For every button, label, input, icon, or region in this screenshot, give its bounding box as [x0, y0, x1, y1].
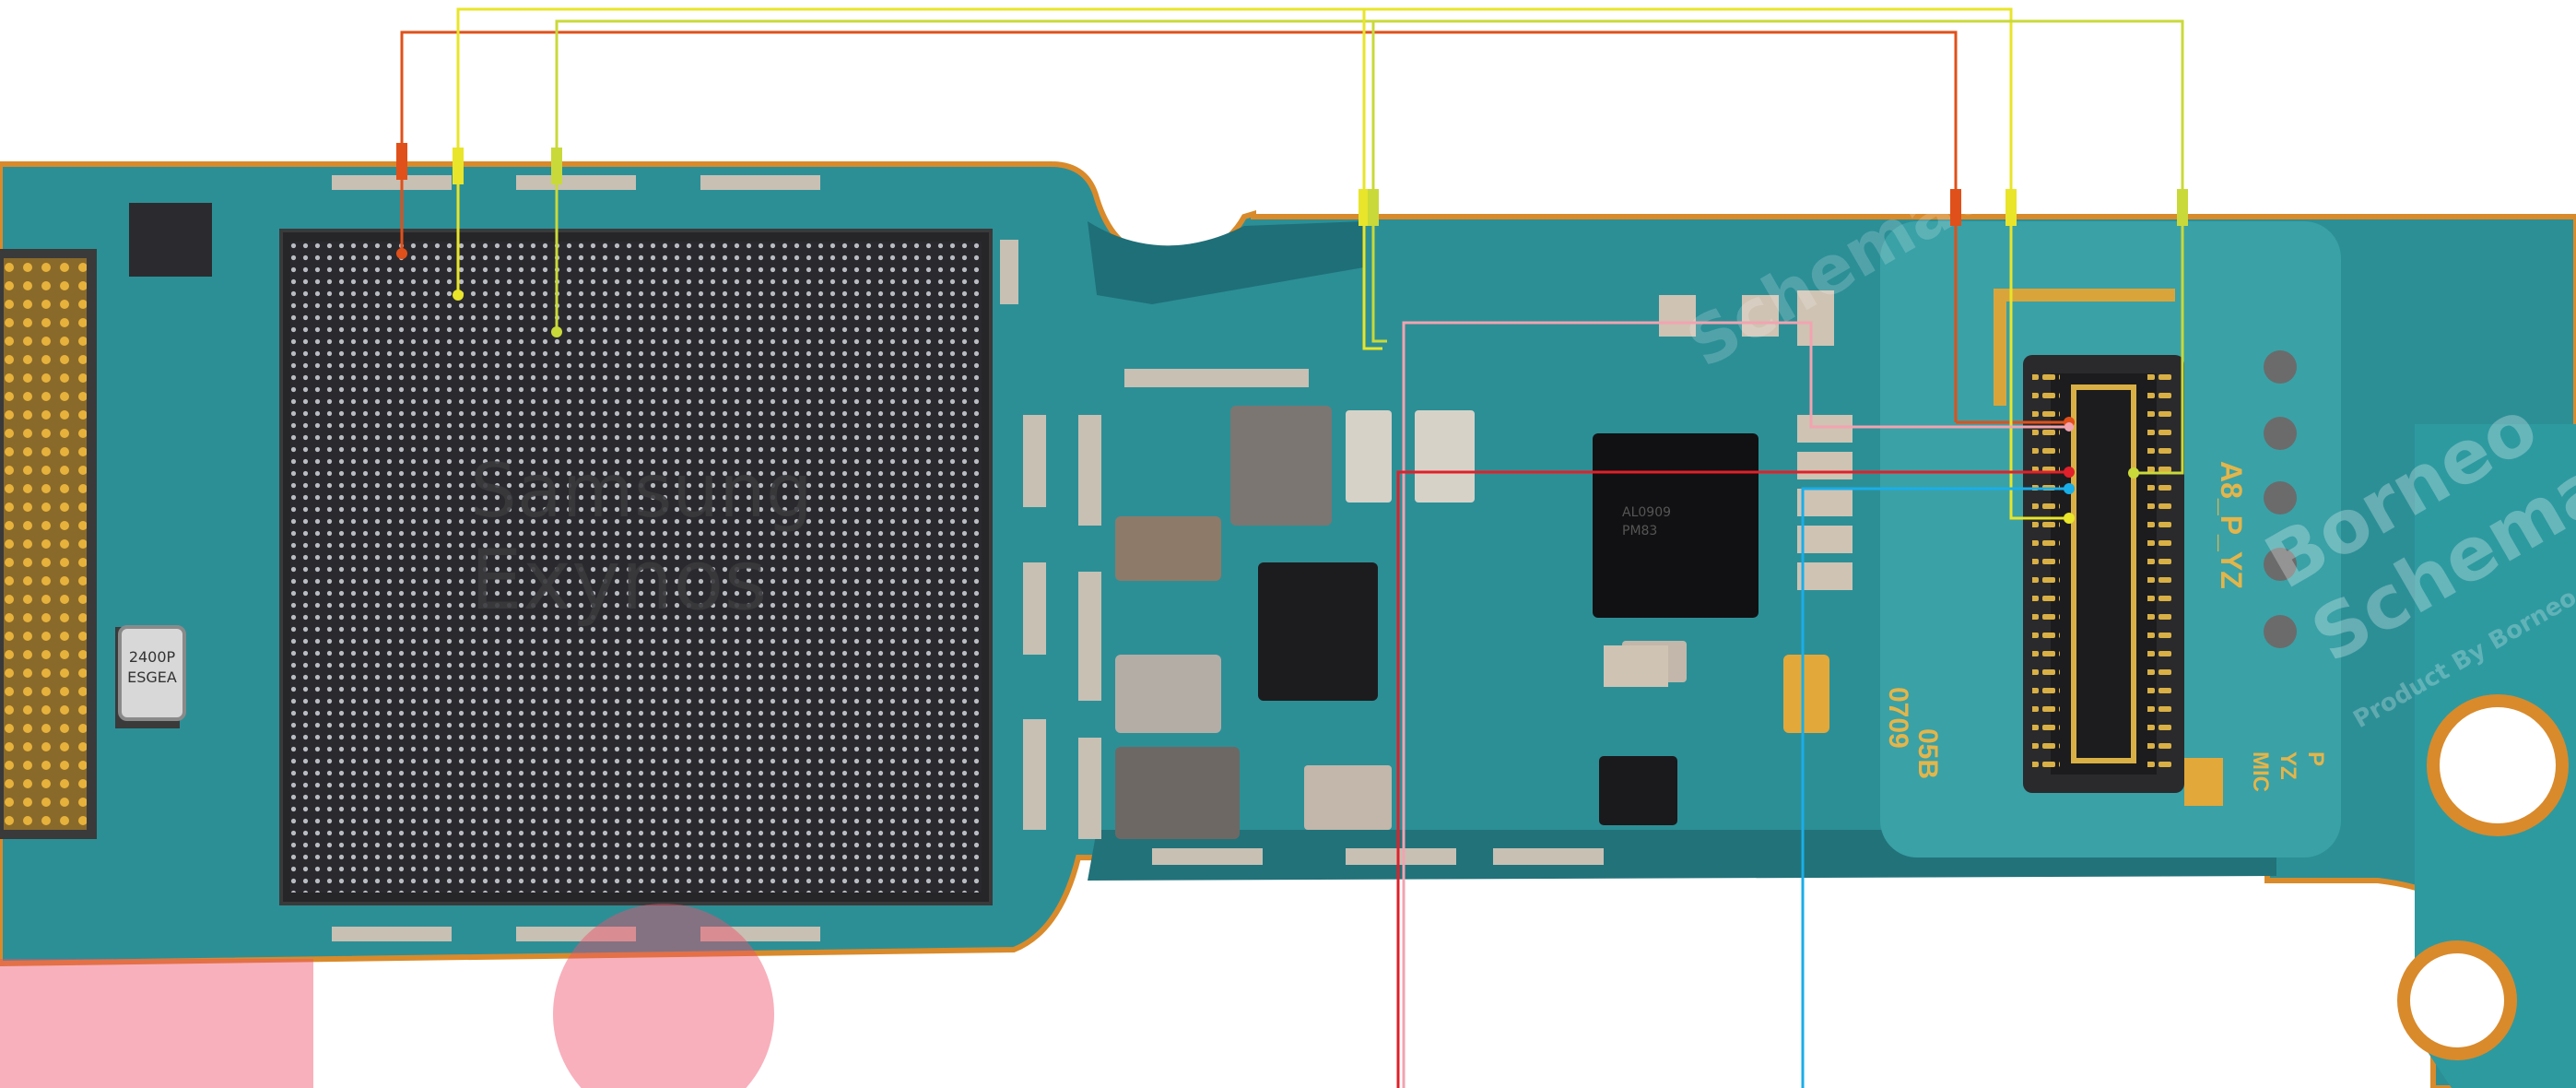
crystal-mark-2: ESGEA — [127, 668, 177, 686]
power-inductors — [1115, 406, 1687, 839]
pmic-mark-2: PM83 — [1622, 524, 1657, 538]
trace-markers — [396, 143, 2188, 524]
board-connector — [2023, 355, 2184, 793]
pcb-ground-zone — [1088, 221, 1364, 304]
gold-bracket — [1994, 289, 2175, 406]
test-pad-column — [2264, 350, 2297, 648]
silk-corner-label-2: YZ — [2276, 751, 2300, 780]
small-ic — [1599, 756, 1677, 825]
soc-brand-text: Samsung — [470, 448, 813, 534]
mounting-hole-lower — [2397, 940, 2517, 1060]
crystal-oscillator: 2400P ESGEA — [118, 625, 186, 721]
silk-code-line1: 05B — [1912, 728, 1943, 779]
trace-yellow-outer — [456, 7, 2069, 520]
trace-yellow-green-inner — [1371, 21, 1387, 343]
trace-red — [1396, 470, 2069, 1088]
trace-pink — [1402, 321, 2069, 1088]
gold-pads — [1783, 655, 2223, 806]
trace-blue — [1801, 487, 2069, 1088]
silk-code-line2: 0709 — [1883, 687, 1913, 749]
crystal-mark-1: 2400P — [129, 648, 176, 666]
silk-corner-label-1: P — [2303, 751, 2328, 766]
mounting-hole-upper — [2427, 694, 2569, 836]
capacitor-array — [1604, 290, 1853, 687]
soc-model-text: Exynos — [470, 532, 767, 629]
watermark-logo — [0, 904, 774, 1088]
power-ic — [1258, 562, 1378, 701]
pmic-chip: AL0909 PM83 — [1593, 433, 1759, 618]
soc-bga-chip: Samsung Exynos — [279, 229, 993, 905]
silk-corner-label-3: MIC — [2248, 751, 2273, 792]
pmic-mark-1: AL0909 — [1622, 505, 1671, 520]
silk-connector-label: A8_P_YZ — [2215, 461, 2248, 589]
memory-chip-pads — [0, 249, 97, 839]
trace-yellow-green — [555, 19, 2184, 475]
trace-yellow-inner — [1362, 9, 1382, 350]
